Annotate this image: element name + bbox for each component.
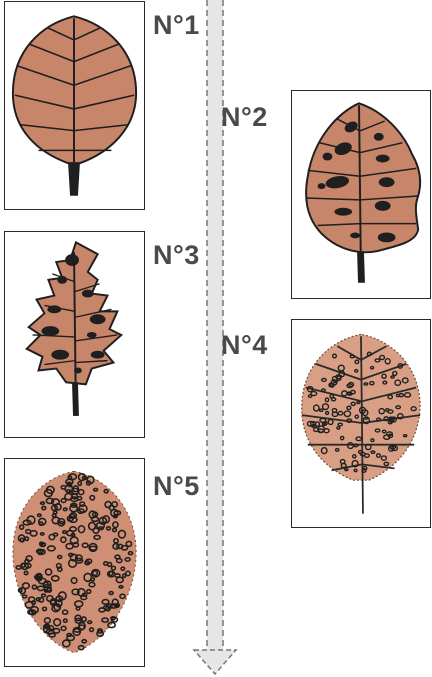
leaf-5-label: N°5 [153, 473, 200, 500]
leaf-3-label: N°3 [153, 242, 200, 269]
leaf-2-card [291, 90, 431, 299]
leaf-1-card [4, 1, 145, 210]
healthy-leaf-illustration [5, 2, 144, 209]
spotted-leaf-illustration [292, 91, 430, 298]
eaten-leaf-illustration [5, 232, 144, 437]
leaf-1-label: N°1 [153, 12, 200, 39]
decomposed-leaf-illustration [5, 459, 144, 666]
leaf-5-card [4, 458, 145, 667]
leaf-4-card [291, 319, 431, 528]
leaf-4-label: N°4 [221, 332, 268, 359]
leaf-3-card [4, 231, 145, 438]
leaf-2-label: N°2 [221, 104, 268, 131]
skeletonized-leaf-illustration [292, 320, 430, 527]
